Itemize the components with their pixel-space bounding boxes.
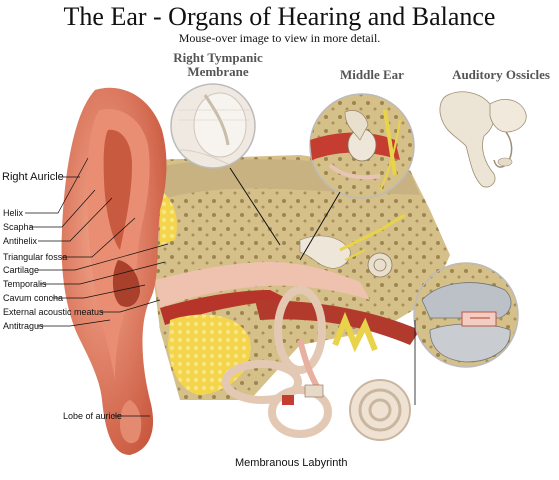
label-cartilage: Cartilage bbox=[3, 265, 40, 275]
section-middle-ear: Middle Ear bbox=[340, 67, 404, 82]
label-temporalis: Temporalis bbox=[3, 279, 47, 289]
label-external-acoustic-meatus: External acoustic meatus bbox=[3, 307, 104, 317]
tympanic-membrane-inset[interactable] bbox=[170, 83, 281, 246]
cochlea-inset[interactable] bbox=[413, 262, 519, 405]
label-antihelix: Antihelix bbox=[3, 236, 38, 246]
membranous-labyrinth[interactable] bbox=[222, 286, 411, 441]
label-scapha: Scapha bbox=[3, 222, 34, 232]
label-antitragus: Antitragus bbox=[3, 321, 44, 331]
label-leaders bbox=[25, 157, 169, 417]
page-subtitle: Mouse-over image to view in more detail. bbox=[178, 31, 381, 45]
auditory-ossicles[interactable] bbox=[439, 91, 527, 188]
section-tympanic-line2: Membrane bbox=[187, 64, 249, 79]
section-tympanic: Right Tympanic Membrane bbox=[172, 51, 264, 79]
section-tympanic-line1: Right Tympanic bbox=[173, 50, 263, 65]
label-helix: Helix bbox=[3, 208, 24, 218]
label-lobe: Lobe of auricle bbox=[63, 411, 123, 421]
label-right-auricle: Right Auricle bbox=[2, 171, 64, 183]
cross-section bbox=[150, 155, 450, 400]
section-labyrinth: Membranous Labyrinth bbox=[235, 457, 348, 469]
auricle[interactable] bbox=[61, 87, 167, 455]
label-cavum-concha: Cavum concha bbox=[3, 293, 64, 303]
page-title: The Ear - Organs of Hearing and Balance bbox=[63, 2, 496, 31]
label-triangular-fossa: Triangular fossa bbox=[3, 252, 68, 262]
section-ossicles: Auditory Ossicles bbox=[452, 67, 550, 82]
middle-ear-inset[interactable] bbox=[299, 93, 415, 261]
